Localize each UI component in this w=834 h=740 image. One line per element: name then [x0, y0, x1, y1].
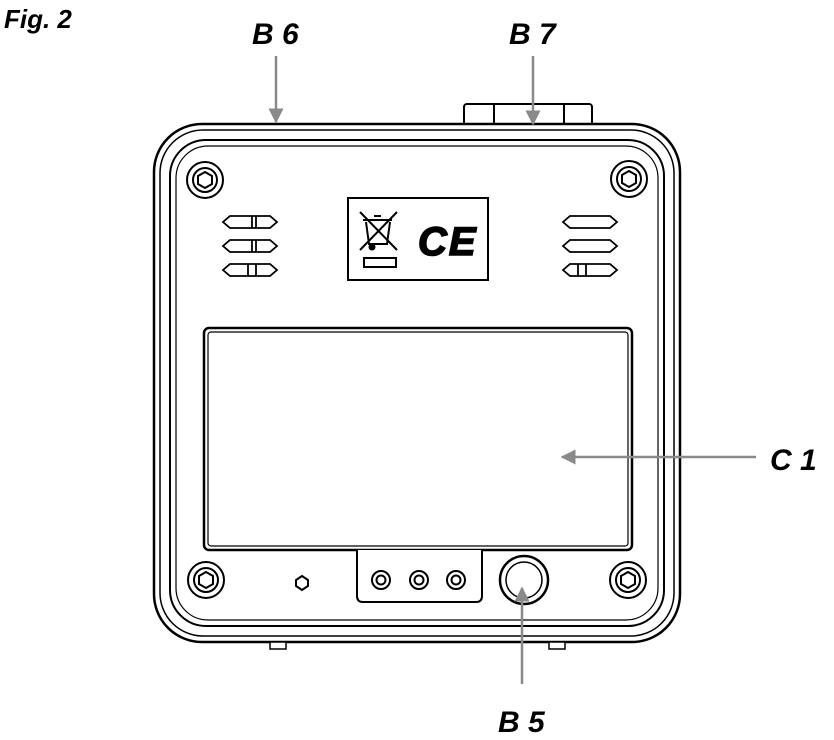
- jack-icon: [372, 571, 390, 589]
- ce-mark-icon: CE: [418, 220, 478, 264]
- figure-label: Fig. 2: [4, 4, 72, 34]
- power-button-icon: [500, 556, 548, 604]
- jack-icon: [410, 571, 428, 589]
- callout-b5: B 5: [498, 706, 546, 739]
- screw-icon: [610, 562, 646, 598]
- callout-b7: B 7: [509, 18, 557, 51]
- compliance-label: CE: [348, 198, 488, 280]
- jack-icon: [447, 571, 465, 589]
- callout-c1: C 1: [770, 444, 817, 477]
- screw-icon: [188, 562, 224, 598]
- connector-panel: [357, 550, 482, 602]
- vent-slot-icon: [223, 216, 277, 276]
- vent-slot-icon: [563, 216, 617, 276]
- battery-compartment: [204, 328, 632, 550]
- led-icon: [296, 576, 308, 590]
- screw-icon: [611, 161, 647, 197]
- callout-b6: B 6: [252, 18, 299, 51]
- screw-icon: [187, 162, 223, 198]
